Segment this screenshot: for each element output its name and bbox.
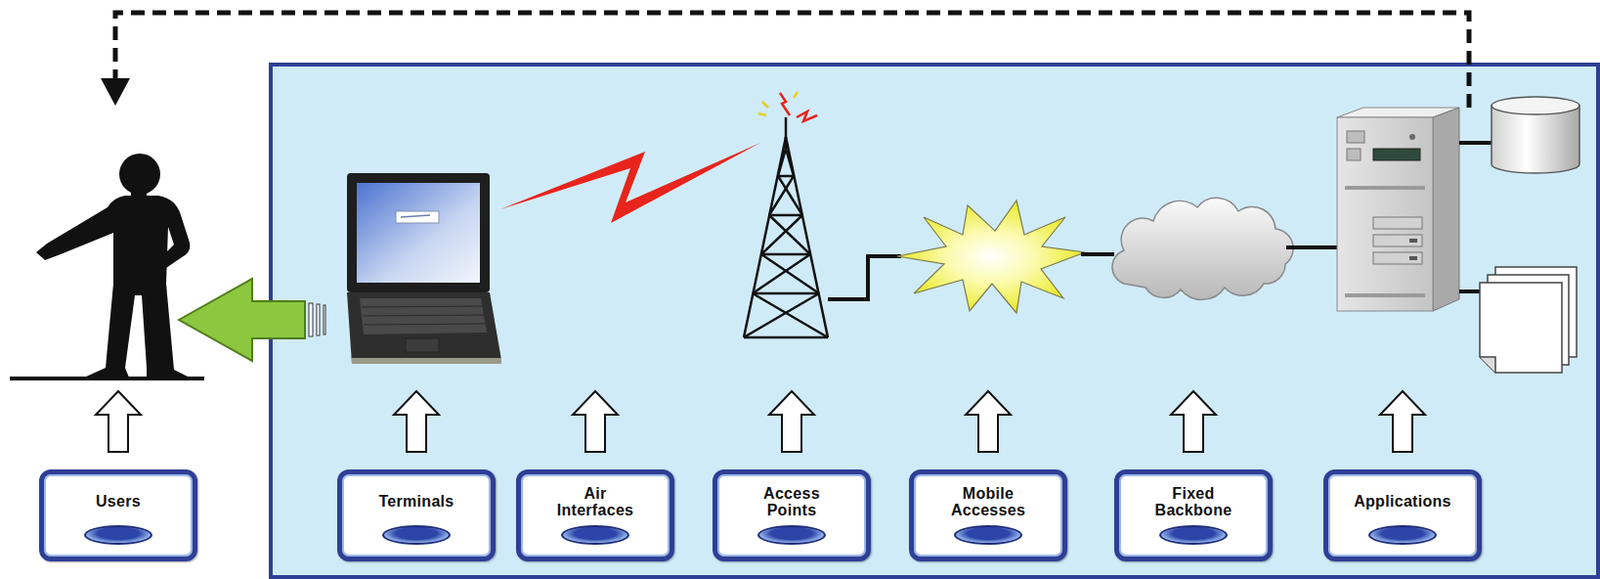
pointer-arrows [95,390,1426,452]
database-cylinder [1491,96,1580,173]
label-box: Mobile Accesses [908,469,1068,562]
up-arrow [1170,390,1216,452]
port-ellipse [84,524,153,545]
port-ellipse [561,524,630,545]
document-stack [1479,266,1577,373]
box-label: Air Interfaces [549,484,643,519]
box-label: Access Points [745,484,839,519]
box-label: Fixed Backbone [1147,484,1241,519]
feedback-arrowhead [100,78,130,106]
box-label: Terminals [378,492,454,510]
cable [1286,245,1341,250]
up-arrow [572,390,618,452]
up-arrow [393,390,439,452]
port-ellipse [953,524,1023,545]
delivery-arrow [178,278,326,361]
up-arrow [769,390,815,452]
user-figure [9,153,205,379]
system-frame [270,64,1599,577]
label-box: Air Interfaces [516,469,675,562]
label-box: Fixed Backbone [1114,469,1273,562]
text-area: Access Points [717,476,866,526]
cable [827,256,902,300]
up-arrow [95,390,141,452]
application-server [1337,107,1460,311]
port-ellipse [1368,524,1437,545]
text-area: Users [43,476,193,526]
label-box: Terminals [337,469,496,562]
box-label: Applications [1353,492,1452,510]
laptop-terminal [346,172,502,364]
feedback-path [115,12,1470,108]
port-ellipse [1159,524,1228,545]
text-area: Applications [1328,476,1477,526]
radio-tower [743,117,828,338]
box-label: Mobile Accesses [942,484,1036,519]
up-arrow [965,390,1011,452]
label-box: Applications [1323,469,1482,562]
cable [1081,252,1115,257]
text-area: Mobile Accesses [913,476,1063,526]
port-ellipse [382,524,451,545]
text-area: Air Interfaces [520,476,670,526]
label-box: Users [39,469,198,562]
up-arrow [1380,390,1426,452]
text-area: Fixed Backbone [1119,476,1268,526]
box-label: Users [95,492,141,510]
radio-link [500,142,761,223]
text-area: Terminals [342,476,491,526]
label-box: Access Points [712,469,871,562]
port-ellipse [757,524,826,545]
signal-sparks [758,91,818,122]
cable [1459,140,1494,145]
cable [1459,289,1482,294]
backbone-cloud [1112,197,1294,300]
mobile-access-burst [897,200,1085,313]
